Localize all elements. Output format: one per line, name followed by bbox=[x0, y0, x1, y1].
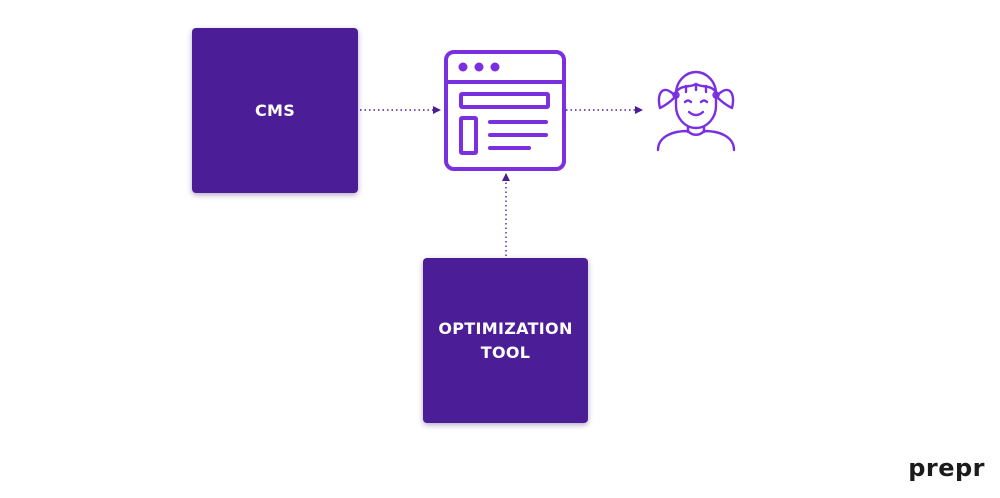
girl-avatar-icon bbox=[656, 70, 736, 152]
prepr-logo: prepr bbox=[908, 454, 985, 482]
optimization-tool-box: OPTIMIZATION TOOL bbox=[423, 258, 588, 423]
cms-label: CMS bbox=[254, 100, 296, 120]
browser-window-icon bbox=[444, 50, 566, 171]
optimization-tool-label-line2: TOOL bbox=[480, 342, 531, 362]
cms-box: CMS bbox=[192, 28, 358, 193]
optimization-tool-label-line1: OPTIMIZATION bbox=[438, 318, 573, 338]
